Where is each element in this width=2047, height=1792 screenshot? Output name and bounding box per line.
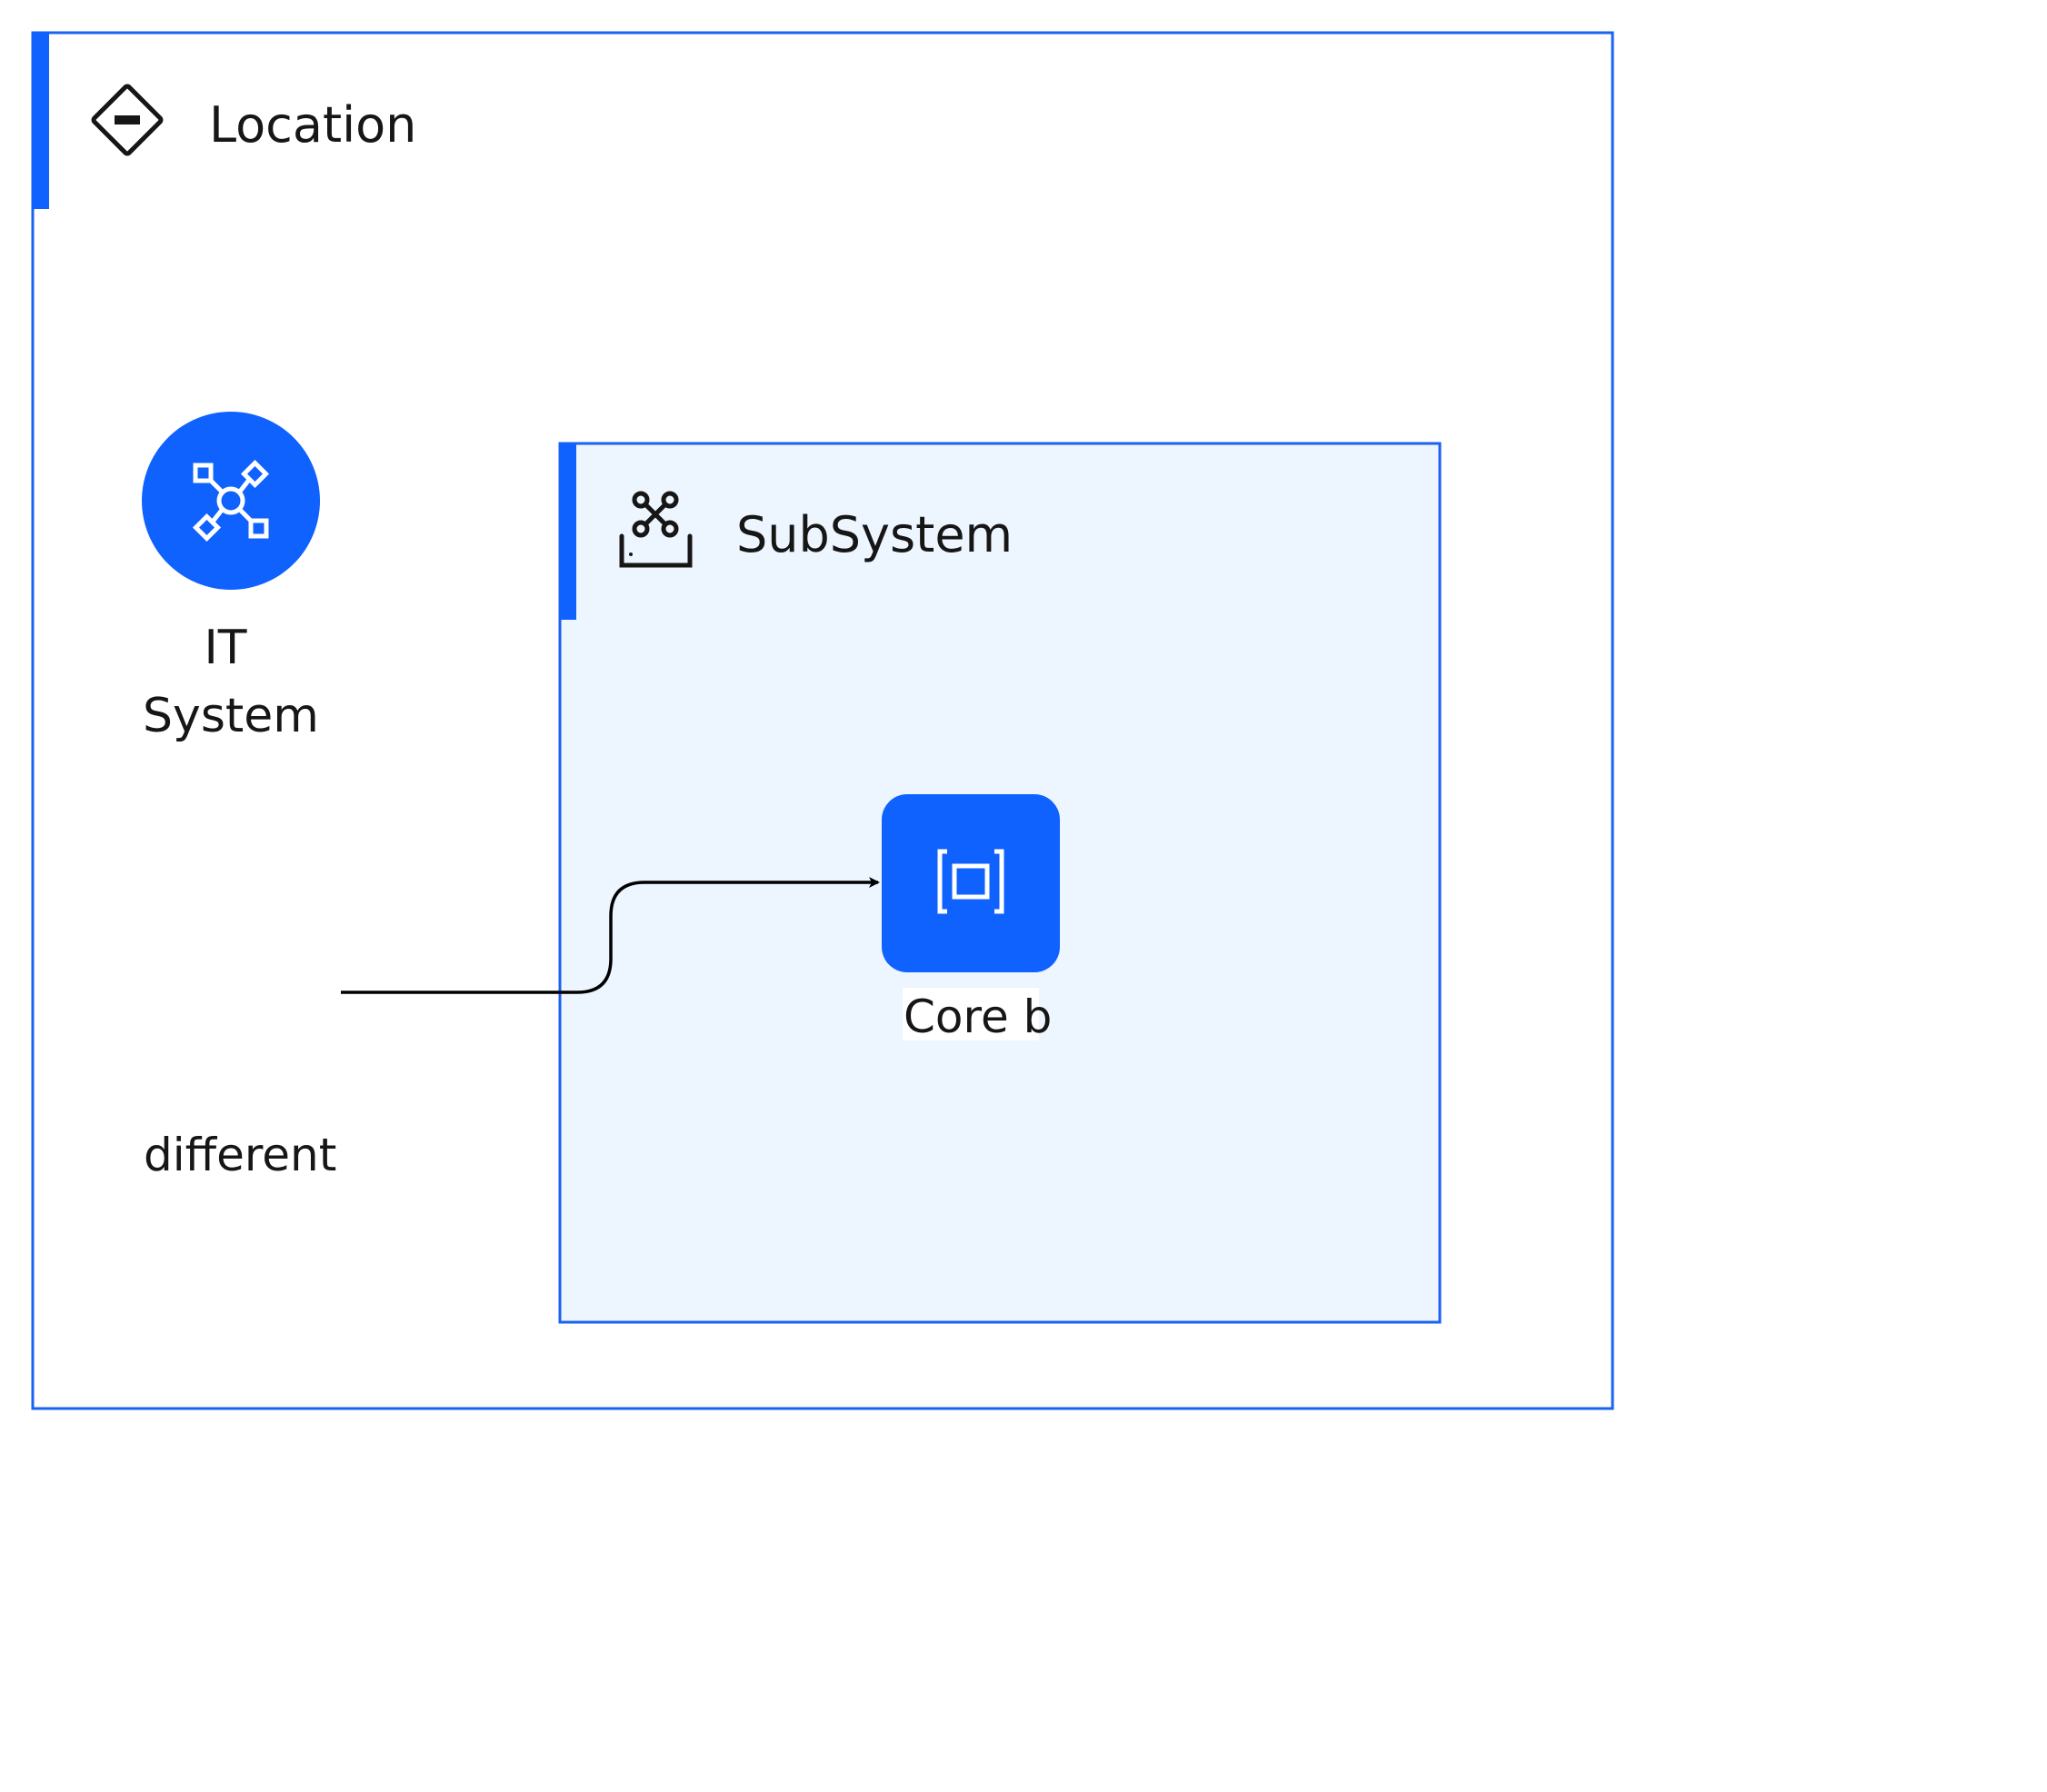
location-group-accent-bar [33, 33, 49, 209]
subsystem-tray-icon [619, 491, 693, 568]
subsystem-group-label: SubSystem [736, 506, 1013, 563]
core-label-background [903, 988, 1039, 1040]
connector-edge[interactable] [341, 877, 880, 994]
core-node-box [882, 794, 1060, 972]
it-system-label-line1: IT [204, 621, 246, 675]
it-system-label-line2: System [143, 689, 319, 743]
subsystem-group-accent-bar [560, 443, 576, 620]
core-node[interactable]: Core b [882, 794, 1060, 1043]
free-text-label: different [144, 1129, 336, 1181]
location-group-label: Location [209, 96, 416, 154]
location-diamond-icon [91, 84, 164, 156]
bracket-square-icon [937, 849, 1004, 914]
it-system-circle [142, 412, 320, 590]
network-nodes-icon [192, 459, 270, 543]
it-system-node[interactable]: IT System [142, 412, 320, 743]
core-node-label: Core b [904, 991, 1052, 1043]
